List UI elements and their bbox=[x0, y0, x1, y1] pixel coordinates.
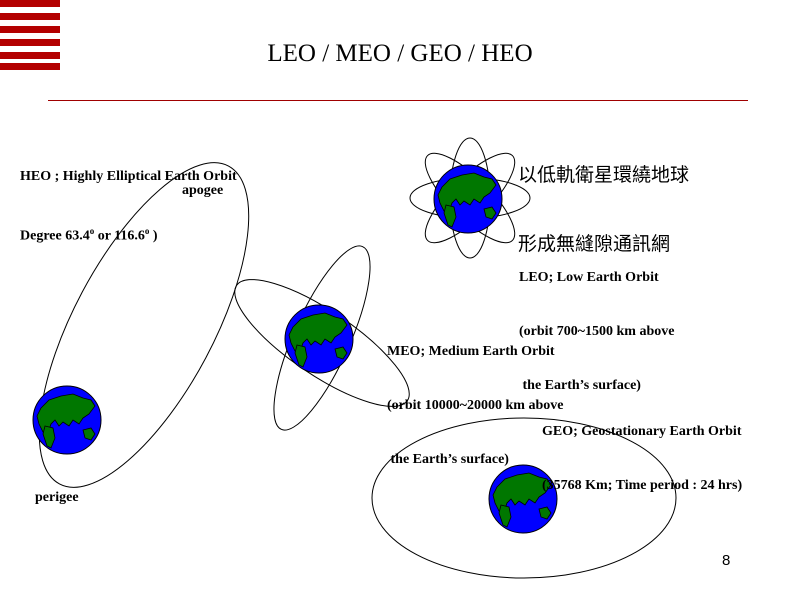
leo-label: LEO; Low Earth Orbit (orbit 700~1500 km … bbox=[519, 233, 674, 413]
leo-line2: (orbit 700~1500 km above bbox=[519, 324, 675, 339]
stripe bbox=[0, 26, 60, 33]
stripe bbox=[0, 0, 60, 7]
perigee-label: perigee bbox=[35, 490, 79, 505]
heo-orbit bbox=[38, 162, 250, 488]
heo-earth-icon bbox=[32, 385, 102, 455]
heo-line2: Degree 63.4o or 116.6o ) bbox=[20, 226, 158, 244]
geo-label: GEO; Geostationary Earth Orbit (35768 Km… bbox=[542, 387, 742, 513]
slide-title: LEO / MEO / GEO / HEO bbox=[267, 40, 533, 67]
meo-earth-icon bbox=[284, 304, 354, 374]
meo-line1: MEO; Medium Earth Orbit bbox=[387, 344, 555, 359]
page-number: 8 bbox=[722, 552, 731, 569]
decorative-stripes bbox=[0, 0, 60, 70]
geo-line1: GEO; Geostationary Earth Orbit bbox=[542, 424, 742, 439]
leo-cjk-caption: 以低軌衛星環繞地球 形成無縫隙通訊網 bbox=[518, 118, 689, 279]
geo-line2: (35768 Km; Time period : 24 hrs) bbox=[542, 478, 743, 493]
leo-line3: the Earth’s surface) bbox=[519, 378, 641, 393]
leo-cjk-line2: 形成無縫隙通訊網 bbox=[518, 233, 671, 255]
meo-line3: the Earth’s surface) bbox=[387, 452, 509, 467]
leo-cjk-line1: 以低軌衛星環繞地球 bbox=[518, 164, 690, 186]
apogee-label: apogee bbox=[182, 183, 224, 198]
stripe bbox=[0, 63, 60, 70]
heo-line1: HEO ; Highly Elliptical Earth Orbit bbox=[20, 169, 237, 184]
meo-line2: (orbit 10000~20000 km above bbox=[387, 398, 564, 413]
heo-label: HEO ; Highly Elliptical Earth Orbit Degr… bbox=[20, 132, 237, 264]
leo-earth-icon bbox=[433, 164, 503, 234]
stripe bbox=[0, 52, 60, 59]
leo-line1: LEO; Low Earth Orbit bbox=[519, 270, 659, 285]
stripe bbox=[0, 13, 60, 20]
title-divider bbox=[48, 100, 748, 101]
meo-label: MEO; Medium Earth Orbit (orbit 10000~200… bbox=[387, 307, 563, 487]
geo-orbit bbox=[371, 417, 677, 579]
stripe bbox=[0, 39, 60, 46]
